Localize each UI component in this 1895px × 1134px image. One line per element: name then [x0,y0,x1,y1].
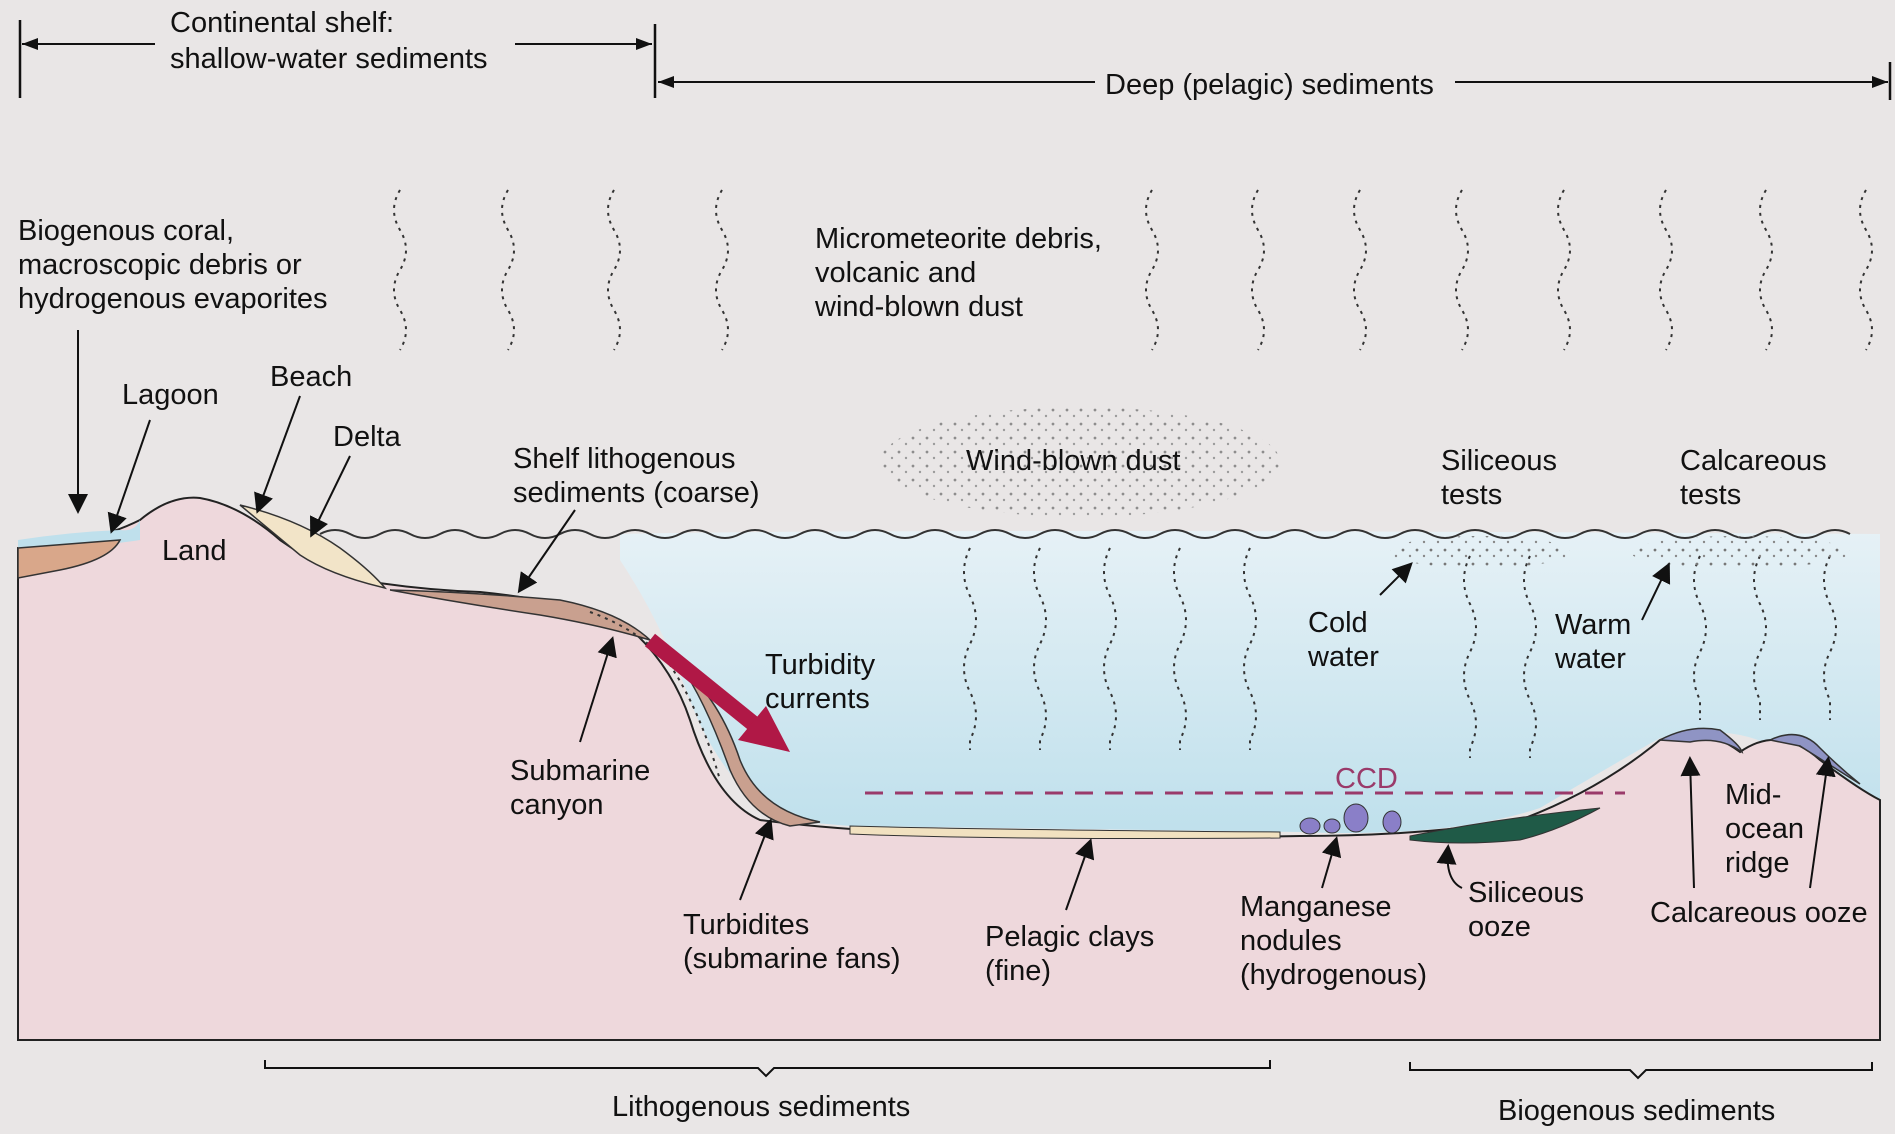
label-wind-blown-dust: Wind-blown dust [966,445,1180,477]
pointer-shelf-litho [520,510,575,590]
deep-title: Deep (pelagic) sediments [1105,69,1434,101]
label-delta: Delta [333,421,402,453]
label-calcareous-ooze: Calcareous ooze [1650,897,1868,929]
dust-fall-line [608,190,620,350]
footer-lithogenous: Lithogenous sediments [612,1091,910,1123]
label-micrometeorite-1: Micrometeorite debris, [815,223,1102,255]
label-warm-water-1: Warm [1555,609,1631,641]
manganese-nodule [1383,811,1401,833]
label-biogenous-coral-3: hydrogenous evaporites [18,283,328,315]
label-ccd: CCD [1335,763,1398,795]
dust-fall-line [1354,190,1366,350]
label-lagoon: Lagoon [122,379,219,411]
label-manganese-3: (hydrogenous) [1240,959,1427,991]
label-submarine-canyon-2: canyon [510,789,604,821]
label-beach: Beach [270,361,352,393]
label-mid-ocean-3: ridge [1725,847,1790,879]
label-micrometeorite-3: wind-blown dust [814,291,1023,323]
footer-biogenous: Biogenous sediments [1498,1095,1775,1127]
label-manganese-2: nodules [1240,925,1342,957]
dust-fall-line [1760,190,1772,350]
label-calcareous-tests-2: tests [1680,479,1741,511]
label-turbidity-2: currents [765,683,870,715]
label-calcareous-tests-1: Calcareous [1680,445,1827,477]
deep-bracket-arrow-left [658,76,674,88]
dust-fall-line [1456,190,1468,350]
dust-fall-line [716,190,728,350]
pointer-beach [258,396,300,510]
deep-bracket-arrow-right [1872,76,1888,88]
dust-fall-line [1860,190,1872,350]
label-mid-ocean-1: Mid- [1725,779,1781,811]
lithogenous-brace [265,1060,1270,1076]
label-biogenous-coral-2: macroscopic debris or [18,249,302,281]
siliceous-tests-particles [1390,536,1570,568]
biogenous-brace [1410,1062,1872,1078]
pointer-lagoon [112,420,150,530]
label-manganese-1: Manganese [1240,891,1392,923]
manganese-nodule [1300,818,1320,834]
label-siliceous-tests-2: tests [1441,479,1502,511]
label-warm-water-2: water [1554,643,1626,675]
dust-fall-line [502,190,514,350]
shelf-bracket-arrow-left [22,38,38,50]
pointer-delta [312,456,350,534]
label-turbidites-2: (submarine fans) [683,943,901,975]
manganese-nodule [1324,819,1340,833]
label-shelf-litho-1: Shelf lithogenous [513,443,736,475]
label-cold-water-1: Cold [1308,607,1368,639]
label-submarine-canyon-1: Submarine [510,755,650,787]
dust-fall-line [1558,190,1570,350]
label-mid-ocean-2: ocean [1725,813,1804,845]
label-pelagic-clays-2: (fine) [985,955,1051,987]
dust-fall-line [1146,190,1158,350]
label-biogenous-coral-1: Biogenous coral, [18,215,234,247]
calcareous-tests-particles [1630,536,1850,568]
dust-fall-line [394,190,406,350]
label-cold-water-2: water [1307,641,1379,673]
label-siliceous-ooze-1: Siliceous [1468,877,1584,909]
manganese-nodule [1344,804,1368,832]
shelf-bracket-arrow-right [636,38,652,50]
label-siliceous-tests-1: Siliceous [1441,445,1557,477]
label-micrometeorite-2: volcanic and [815,257,976,289]
label-turbidites-1: Turbidites [683,909,809,941]
dust-fall-line [1252,190,1264,350]
dust-fall-line [1660,190,1672,350]
label-siliceous-ooze-2: ooze [1468,911,1531,943]
label-shelf-litho-2: sediments (coarse) [513,477,760,509]
label-land: Land [162,535,227,567]
shelf-title-line2: shallow-water sediments [170,43,488,75]
shelf-title-line1: Continental shelf: [170,7,394,39]
label-pelagic-clays-1: Pelagic clays [985,921,1154,953]
label-turbidity-1: Turbidity [765,649,876,681]
